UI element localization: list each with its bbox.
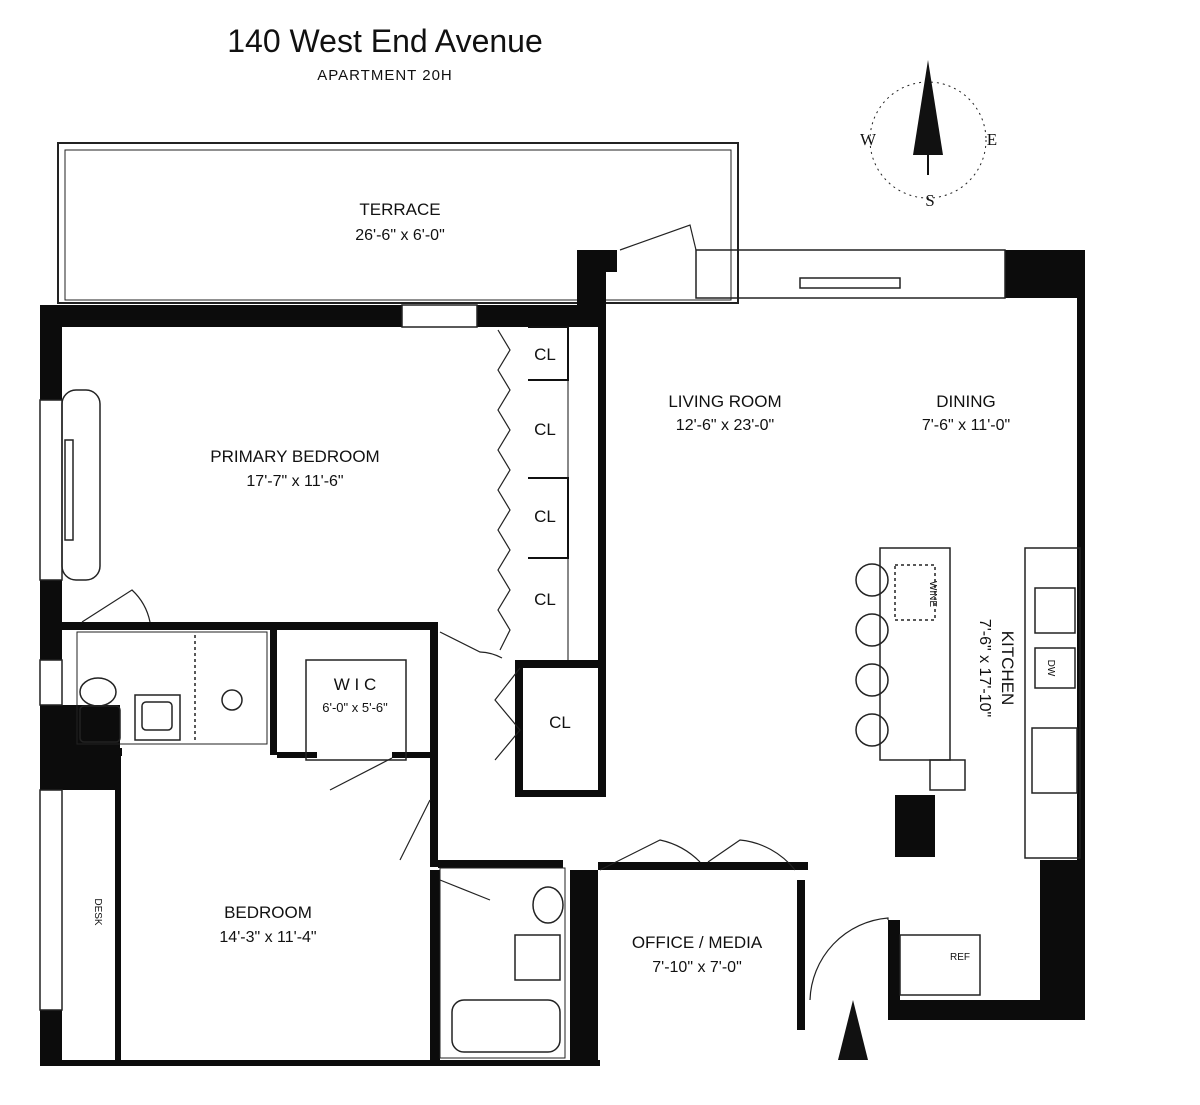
dishwasher-label: DW: [1045, 660, 1056, 677]
living-room-label: LIVING ROOM: [668, 392, 781, 411]
bathroom-1: [76, 631, 268, 745]
compass-west-label: W: [860, 130, 877, 149]
wic-dim: 6'-0" x 5'-6": [322, 700, 388, 715]
bifold-doors: [494, 329, 521, 761]
terrace-label: TERRACE: [359, 200, 440, 219]
windows: [39, 249, 1006, 1011]
dining-dim: 7'-6" x 11'-0": [922, 417, 1010, 434]
address-title: 140 West End Avenue: [227, 23, 543, 59]
primary-bedroom-dim: 17'-7" x 11'-6": [246, 473, 343, 490]
office-media-dim: 7'-10" x 7'-0": [652, 959, 742, 976]
kitchen-dim: 7'-6" x 17'-10": [976, 619, 993, 717]
terrace-dim: 26'-6" x 6'-0": [355, 227, 445, 244]
desk-label: DESK: [92, 898, 103, 926]
entry-arrow-icon: [838, 1000, 868, 1060]
closet-label: CL: [534, 590, 556, 609]
closet-block: [528, 326, 569, 660]
dining-label: DINING: [936, 392, 996, 411]
bedroom-label: BEDROOM: [224, 903, 312, 922]
walk-in-closet: W I C 6'-0" x 5'-6": [305, 659, 407, 761]
compass-east-label: E: [987, 130, 997, 149]
kitchen-fixtures: [855, 547, 1081, 996]
closet-label: CL: [534, 507, 556, 526]
apartment-subtitle: APARTMENT 20H: [317, 67, 453, 84]
bedroom-dim: 14'-3" x 11'-4": [219, 929, 316, 946]
primary-bedroom-label: PRIMARY BEDROOM: [210, 447, 379, 466]
compass-rose-icon: W E S: [860, 60, 997, 210]
refrigerator-label: REF: [950, 952, 970, 963]
living-room-dim: 12'-6" x 23'-0": [676, 417, 774, 434]
closet-label: CL: [534, 420, 556, 439]
bathroom-2: [439, 867, 566, 1059]
closet-label: CL: [549, 713, 571, 732]
exterior-walls: [40, 250, 1085, 1066]
office-media-label: OFFICE / MEDIA: [632, 933, 763, 952]
compass-south-label: S: [925, 191, 934, 210]
terrace: TERRACE 26'-6" x 6'-0": [57, 142, 739, 304]
wic-label: W I C: [334, 675, 377, 694]
closet-label: CL: [534, 345, 556, 364]
door-swings: [81, 224, 889, 1001]
kitchen-label: KITCHEN: [998, 631, 1017, 706]
wine-fridge-label: WINE: [927, 581, 938, 607]
